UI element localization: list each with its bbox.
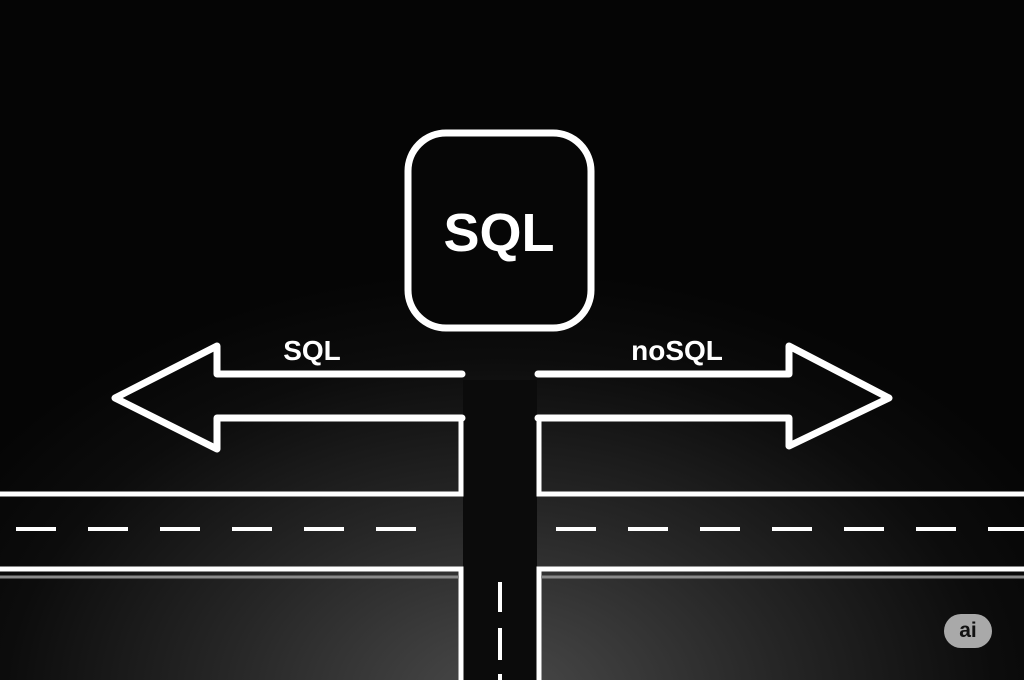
road-edge-top-right — [536, 417, 1024, 497]
left-arrow-label: SQL — [283, 335, 341, 366]
road-edge-bottom-right — [536, 566, 1024, 680]
left-arrow-icon — [111, 342, 466, 453]
road-edge-bottom-left — [0, 566, 464, 680]
sql-box-label: SQL — [443, 203, 554, 263]
road-edges — [0, 417, 1024, 680]
sql-box — [404, 129, 595, 332]
right-arrow-icon — [534, 342, 893, 450]
right-arrow-label: noSQL — [631, 335, 723, 366]
ai-watermark-badge: ai — [944, 614, 992, 648]
road-edge-top-left — [0, 417, 464, 497]
